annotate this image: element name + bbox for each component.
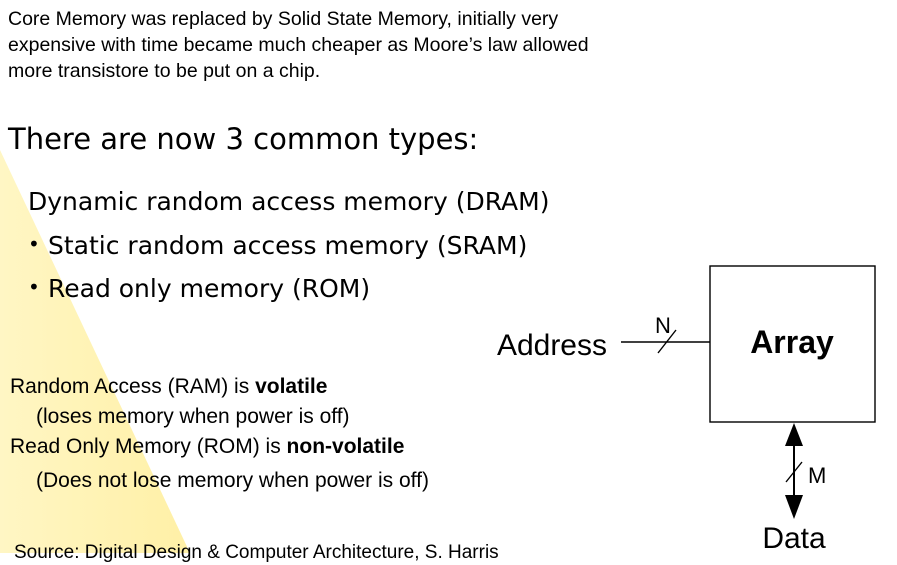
address-width-label: N (655, 313, 671, 338)
ram-note: Random Access (RAM) is volatile (10, 372, 429, 402)
data-bus-arrow-up (785, 423, 803, 446)
address-bus-width-slash (657, 329, 677, 354)
ram-note-text: Random Access (RAM) is (10, 375, 256, 398)
intro-line: Core Memory was replaced by Solid State … (8, 8, 559, 30)
rom-note-text: Read Only Memory (ROM) is (10, 435, 287, 458)
memory-array-diagram: Array Address N M Data (497, 265, 876, 553)
volatility-notes: Random Access (RAM) is volatile (loses m… (10, 372, 429, 496)
background-accent-wedge (0, 150, 190, 553)
section-heading: There are now 3 common types: (8, 122, 479, 156)
ram-note-emphasis: volatile (255, 375, 328, 398)
data-bus-arrow-down (785, 495, 803, 519)
array-block-label: Array (750, 324, 834, 360)
ram-note-detail: (loses memory when power is off) (36, 405, 350, 428)
rom-note-detail: (Does not lose memory when power is off) (36, 469, 429, 492)
intro-line: expensive with time became much cheaper … (8, 34, 589, 56)
array-block (709, 265, 876, 423)
address-label: Address (497, 329, 607, 362)
rom-note-emphasis: non-volatile (286, 435, 405, 458)
data-label: Data (762, 522, 826, 553)
data-bus-width-slash (785, 461, 803, 483)
rom-note: Read Only Memory (ROM) is non-volatile (10, 432, 429, 462)
intro-paragraph: Core Memory was replaced by Solid State … (8, 6, 768, 84)
data-width-label: M (808, 463, 826, 488)
intro-line: more transistore to be put on a chip. (8, 60, 321, 82)
